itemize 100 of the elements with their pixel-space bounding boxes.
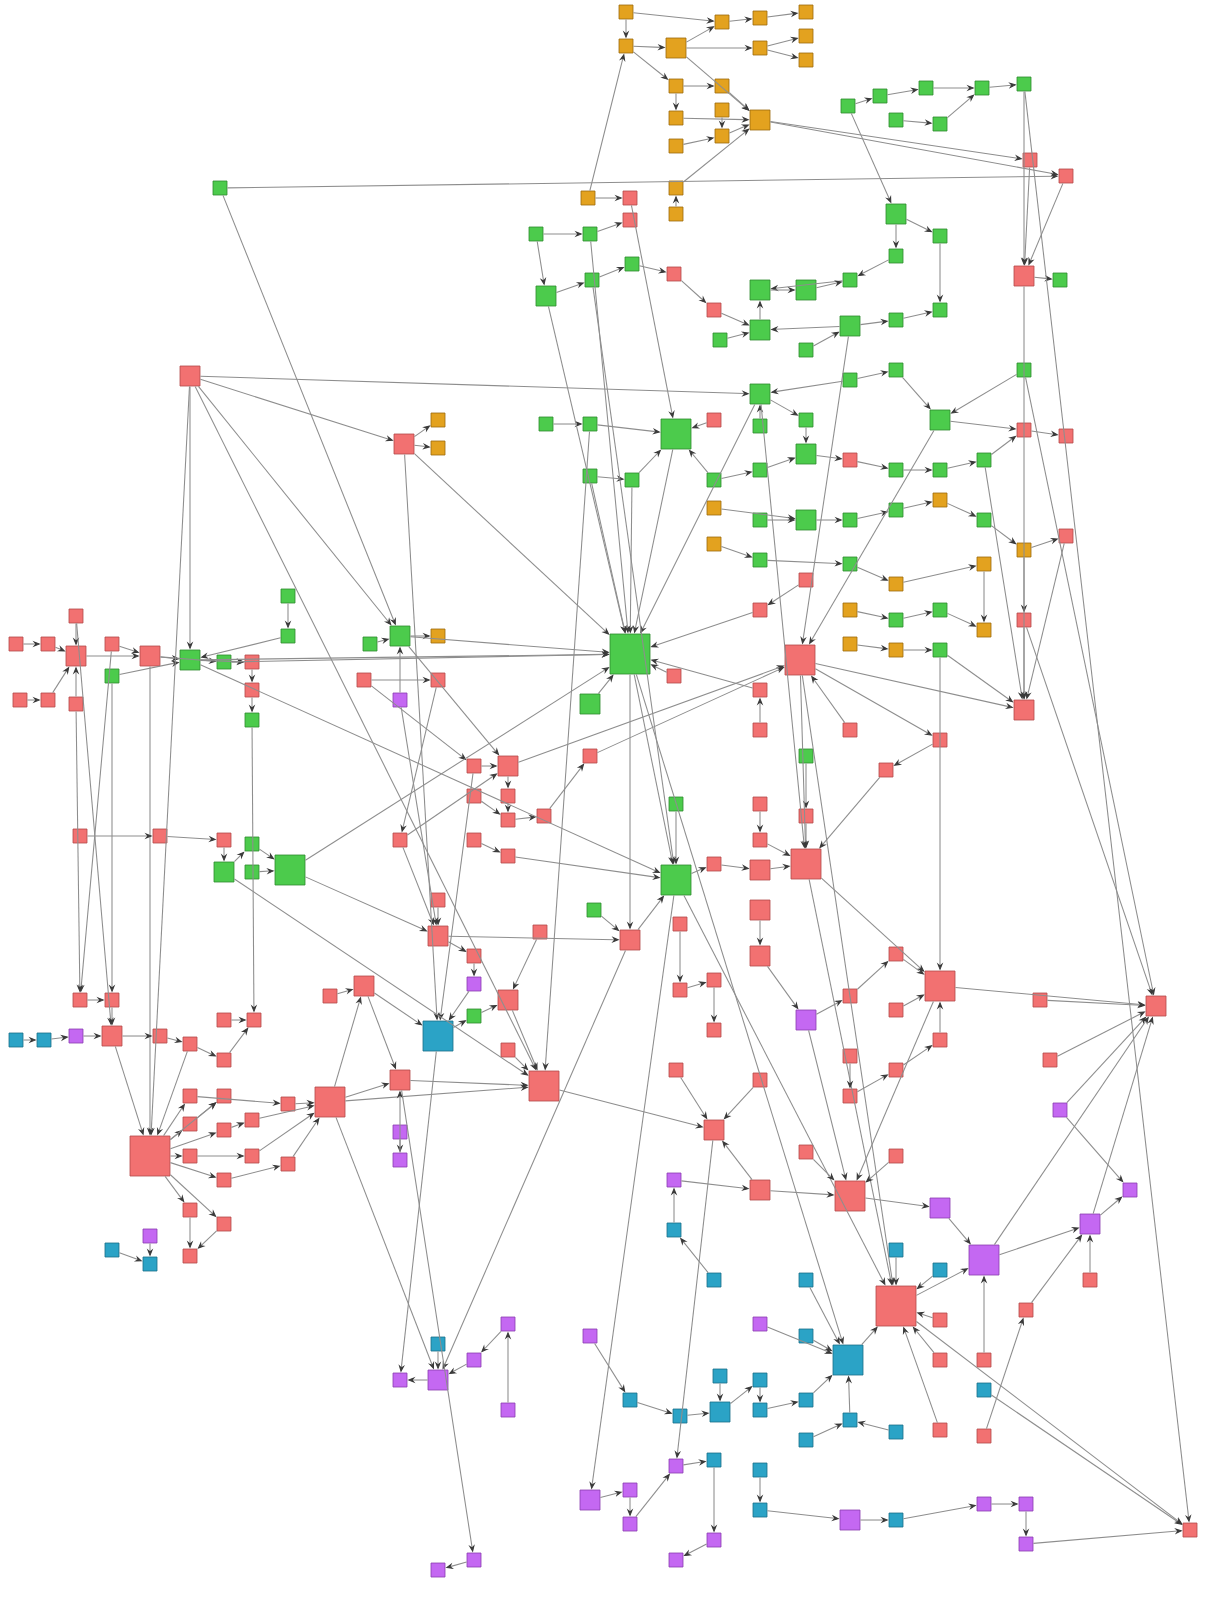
box-node: [622, 190, 638, 206]
box-node: [216, 1052, 232, 1068]
box-node: [314, 1086, 346, 1118]
box-node: [840, 98, 856, 114]
box-node: [888, 502, 904, 518]
box-node: [714, 14, 730, 30]
box-node: [466, 1552, 482, 1568]
box-node: [466, 832, 482, 848]
box-node: [389, 625, 411, 647]
box-node: [322, 988, 338, 1004]
box-node: [466, 758, 482, 774]
box-node: [706, 1452, 722, 1468]
box-node: [888, 612, 904, 628]
box-node: [624, 256, 640, 272]
box-node: [244, 682, 260, 698]
box-node: [1145, 995, 1167, 1017]
box-node: [798, 748, 814, 764]
box-node: [749, 859, 771, 881]
box-node: [752, 602, 768, 618]
box-node: [752, 1316, 768, 1332]
box-node: [392, 832, 408, 848]
arrow: [514, 1056, 529, 1071]
box-node: [749, 109, 771, 131]
box-node: [929, 409, 951, 431]
box-node: [430, 1562, 446, 1578]
box-node: [182, 1036, 198, 1052]
arrow: [728, 92, 750, 111]
box-node: [976, 1382, 992, 1398]
box-node: [622, 1482, 638, 1498]
box-node: [918, 80, 934, 96]
box-node: [430, 1336, 446, 1352]
box-node: [104, 636, 120, 652]
box-node: [932, 1312, 948, 1328]
box-node: [842, 556, 858, 572]
box-node: [712, 1368, 728, 1384]
box-node: [280, 1156, 296, 1172]
box-node: [875, 1285, 917, 1327]
box-node: [929, 1197, 951, 1219]
box-node: [622, 212, 638, 228]
box-node: [714, 102, 730, 118]
box-node: [497, 989, 519, 1011]
box-node: [872, 88, 888, 104]
box-node: [182, 1148, 198, 1164]
box-node: [932, 116, 948, 132]
box-node: [274, 854, 306, 886]
box-node: [798, 412, 814, 428]
box-node: [706, 500, 722, 516]
box-node: [888, 462, 904, 478]
arrow: [812, 1158, 835, 1181]
box-node: [842, 512, 858, 528]
box-node: [888, 248, 904, 264]
box-node: [430, 440, 446, 456]
box-node: [706, 472, 722, 488]
box-node: [842, 722, 858, 738]
box-node: [536, 808, 552, 824]
box-node: [8, 1032, 24, 1048]
box-node: [1082, 1272, 1098, 1288]
arrow: [865, 1161, 890, 1183]
box-node: [752, 1502, 768, 1518]
box-node: [706, 1022, 722, 1038]
box-node: [749, 319, 771, 341]
box-node: [798, 1432, 814, 1448]
box-node: [216, 1122, 232, 1138]
box-node: [888, 1002, 904, 1018]
box-node: [842, 372, 858, 388]
box-node: [216, 1088, 232, 1104]
box-node: [798, 1272, 814, 1288]
box-node: [666, 668, 682, 684]
box-node: [976, 1352, 992, 1368]
box-node: [932, 1352, 948, 1368]
box-node: [280, 1096, 296, 1112]
box-node: [842, 1048, 858, 1064]
box-node: [668, 206, 684, 222]
arrow: [861, 1326, 878, 1346]
box-node: [129, 1135, 171, 1177]
box-node: [668, 796, 684, 812]
box-node: [244, 1148, 260, 1164]
box-node: [12, 692, 28, 708]
box-node: [888, 1062, 904, 1078]
box-node: [752, 722, 768, 738]
box-node: [752, 552, 768, 568]
box-node: [389, 1069, 411, 1091]
box-node: [609, 633, 651, 675]
box-node: [885, 203, 907, 225]
box-node: [500, 1316, 516, 1332]
box-node: [798, 28, 814, 44]
box-node: [213, 861, 235, 883]
box-node: [795, 1009, 817, 1031]
box-node: [706, 1532, 722, 1548]
box-node: [932, 1422, 948, 1438]
box-node: [538, 416, 554, 432]
box-node: [246, 1012, 262, 1028]
box-node: [216, 832, 232, 848]
box-node: [618, 4, 634, 20]
box-node: [888, 642, 904, 658]
box-node: [139, 645, 161, 667]
box-node: [888, 1242, 904, 1258]
box-node: [832, 1344, 864, 1376]
box-node: [1042, 1052, 1058, 1068]
box-node: [466, 948, 482, 964]
